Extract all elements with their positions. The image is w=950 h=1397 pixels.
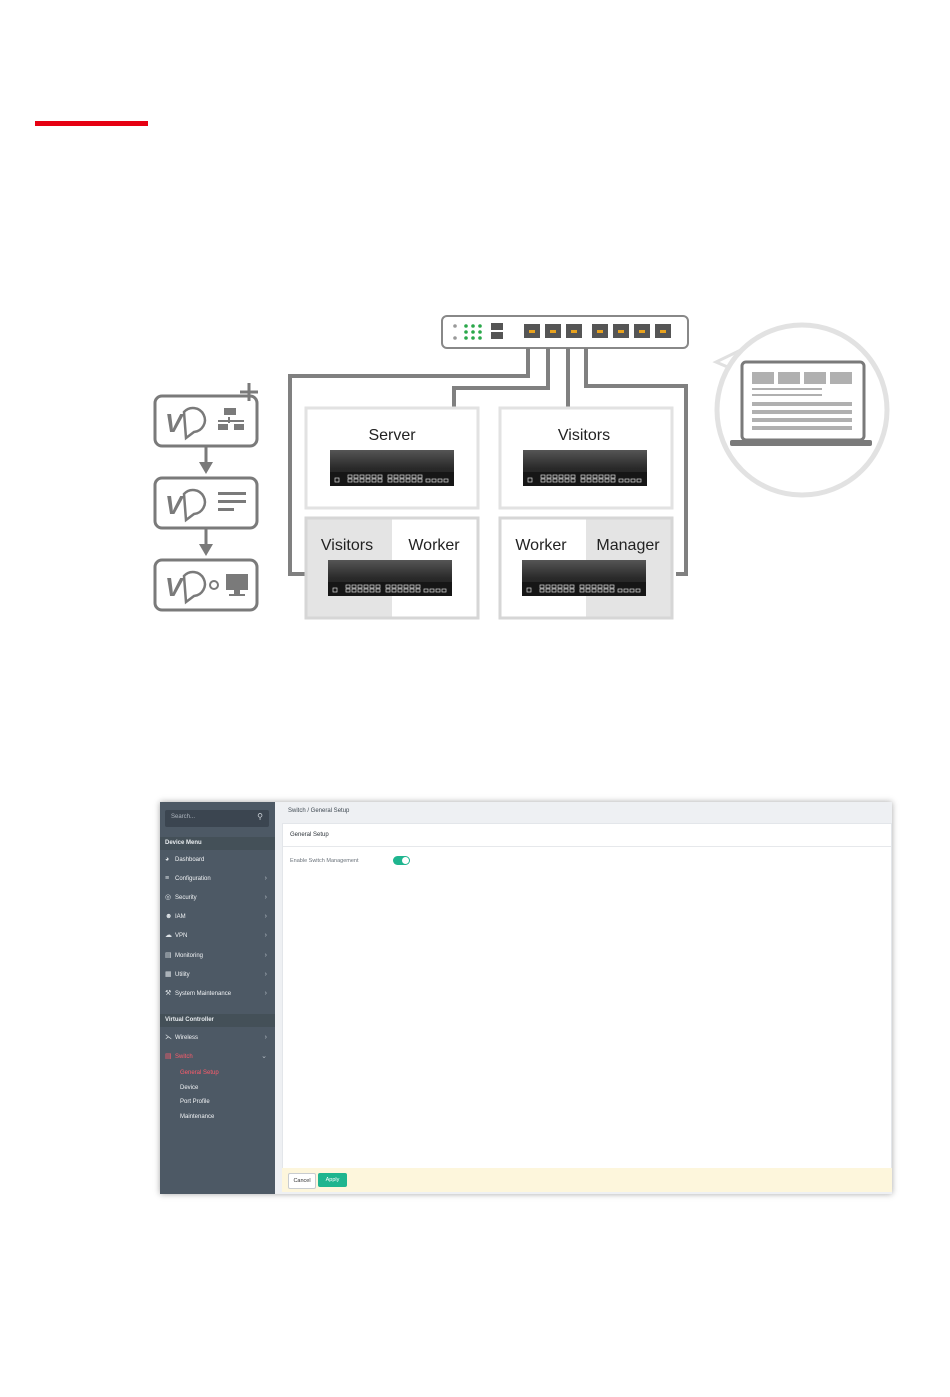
shield-icon: ◎	[165, 894, 172, 901]
menu-utility[interactable]: ▦Utility›	[165, 968, 271, 982]
chevron-right-icon: ›	[264, 913, 267, 920]
panel-header: General Setup	[283, 824, 891, 847]
panel-title: General Setup	[290, 832, 329, 838]
submenu-port-profile[interactable]: Port Profile	[180, 1099, 210, 1105]
chevron-right-icon: ›	[264, 894, 267, 901]
bulb-icons	[182, 406, 207, 605]
menu-dashboard[interactable]: ◕Dashboard	[165, 853, 271, 867]
menu-switch[interactable]: ▤Switch⌄	[165, 1050, 271, 1064]
menu-security[interactable]: ◎Security›	[165, 891, 271, 905]
chevron-right-icon: ›	[264, 1034, 267, 1041]
chevron-right-icon: ›	[264, 971, 267, 978]
general-setup-panel: General Setup Enable Switch Management	[282, 823, 892, 1171]
menu-vpn[interactable]: ☁VPN›	[165, 929, 271, 943]
chevron-right-icon: ›	[264, 990, 267, 997]
wrench-icon: ⚒	[165, 990, 172, 997]
network-diagram: Server Visitors Visitors Worker Worker M…	[153, 315, 890, 620]
sidebar: Search... ⚲ Device Menu ◕Dashboard ≡Conf…	[160, 802, 275, 1194]
search-icon[interactable]: ⚲	[257, 812, 263, 821]
menu-wireless[interactable]: ⋋Wireless›	[165, 1031, 271, 1045]
cables	[288, 348, 688, 576]
label-visitors-2: Visitors	[321, 537, 373, 554]
label-visitors: Visitors	[558, 427, 610, 444]
search-input[interactable]: Search... ⚲	[165, 810, 269, 827]
submenu-device[interactable]: Device	[180, 1085, 199, 1091]
switch-icon: ▤	[165, 1053, 172, 1060]
enable-switch-management-label: Enable Switch Management	[290, 858, 359, 864]
grid-icon: ▦	[165, 971, 172, 978]
switch-worker-manager: Worker Manager	[498, 516, 674, 620]
vigor-logo-icons: V V V	[165, 408, 185, 602]
submenu-maintenance[interactable]: Maintenance	[180, 1114, 215, 1120]
wireless-icon: ⋋	[165, 1034, 172, 1041]
switch-general-setup-screenshot: Search... ⚲ Device Menu ◕Dashboard ≡Conf…	[160, 802, 892, 1194]
sliders-icon: ≡	[165, 875, 170, 882]
section-device-menu: Device Menu	[160, 837, 275, 850]
search-placeholder: Search...	[171, 814, 196, 820]
vigor-workflow-icons	[153, 383, 259, 612]
toggle-knob	[402, 857, 409, 864]
section-virtual-controller: Virtual Controller	[160, 1014, 275, 1027]
label-server: Server	[368, 427, 416, 444]
svg-text:V: V	[165, 490, 185, 520]
dashboard-icon: ◕	[165, 856, 170, 863]
label-worker: Worker	[408, 537, 460, 554]
breadcrumb: Switch / General Setup	[288, 808, 350, 814]
chart-icon: ▤	[165, 952, 172, 959]
router	[441, 315, 689, 349]
svg-text:V: V	[165, 572, 185, 602]
apply-button[interactable]: Apply	[318, 1173, 347, 1187]
chevron-down-icon: ⌄	[261, 1053, 267, 1060]
switch-server: Server	[304, 406, 480, 510]
laptop-bubble	[712, 322, 890, 498]
user-lock-icon: ☻	[165, 913, 173, 920]
section-rule	[35, 121, 148, 126]
menu-monitoring[interactable]: ▤Monitoring›	[165, 949, 271, 963]
step-icons	[209, 408, 248, 596]
label-manager: Manager	[596, 537, 660, 554]
svg-text:V: V	[165, 408, 185, 438]
submenu-general-setup[interactable]: General Setup	[180, 1070, 219, 1076]
workflow-arrows	[199, 462, 213, 556]
cancel-button[interactable]: Cancel	[288, 1173, 316, 1189]
menu-iam[interactable]: ☻IAM›	[165, 910, 271, 924]
menu-configuration[interactable]: ≡Configuration›	[165, 872, 271, 886]
switch-visitors: Visitors	[498, 406, 674, 510]
enable-switch-management-toggle[interactable]	[393, 856, 410, 865]
chevron-right-icon: ›	[264, 875, 267, 882]
menu-system-maintenance[interactable]: ⚒System Maintenance›	[165, 987, 271, 1001]
chevron-right-icon: ›	[264, 932, 267, 939]
cloud-icon: ☁	[165, 932, 172, 939]
action-bar: Cancel Apply	[282, 1168, 892, 1192]
label-worker-2: Worker	[515, 537, 567, 554]
switch-visitors-worker: Visitors Worker	[304, 516, 480, 620]
chevron-right-icon: ›	[264, 952, 267, 959]
